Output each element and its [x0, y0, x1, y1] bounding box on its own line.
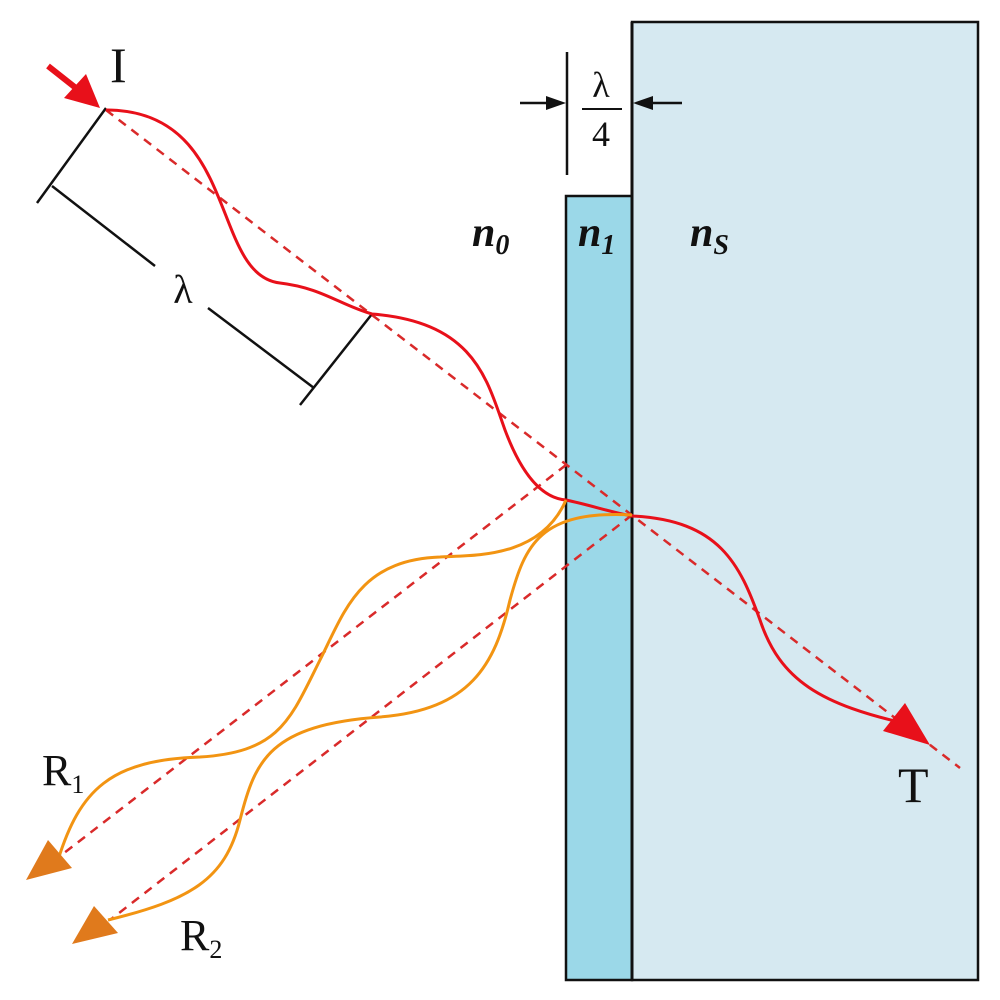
reflected-1-label: R1 [42, 746, 84, 799]
thickness-marker [520, 52, 682, 175]
reflection-2-ray-guide [109, 514, 633, 921]
n1-label: n1 [578, 210, 615, 261]
ns-label: nS [690, 210, 729, 261]
reflected-2-label: R2 [180, 911, 222, 964]
incident-ray-guide [105, 109, 961, 769]
incident-wave [105, 108, 913, 727]
reflected-arrowhead-1 [26, 840, 72, 880]
transmitted-arrowhead [883, 703, 930, 745]
ray-guides [54, 109, 961, 921]
reflected-arrowhead-2 [72, 906, 118, 944]
wavelength-label: λ [173, 267, 193, 312]
reflected-wave-1 [56, 499, 568, 861]
substrate [630, 20, 980, 982]
reflection-1-ray-guide [54, 464, 567, 861]
coating-layer [564, 194, 634, 982]
transmitted-label: T [898, 757, 929, 813]
incident-arrowhead [64, 74, 100, 108]
thickness-denominator: 4 [592, 114, 610, 154]
incident-label: I [110, 37, 127, 93]
reflected-wave-2 [107, 513, 633, 922]
n0-label: n0 [472, 210, 509, 261]
thickness-numerator: λ [592, 65, 610, 105]
wavelength-bracket [35, 107, 373, 406]
